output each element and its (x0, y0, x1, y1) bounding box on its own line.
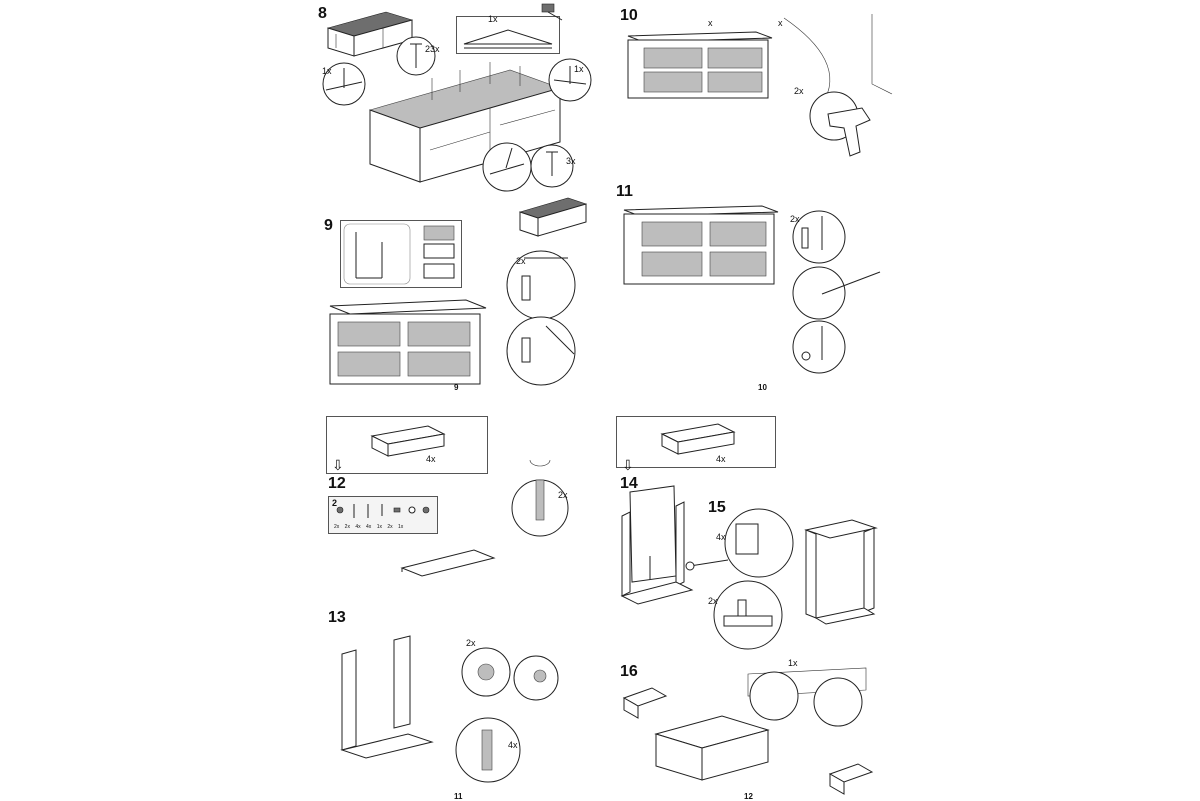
step-15-drawer (804, 519, 878, 625)
turned-cabinet (518, 197, 588, 237)
top-rail (463, 29, 553, 49)
page-12: 4x ⇩ 14 15 4x 2x 16 (612, 410, 902, 801)
drawer-bottom-panel (400, 549, 496, 577)
qty-2x-step12: 2x (558, 490, 568, 500)
step-11-cabinet (623, 205, 779, 285)
down-arrow-icon: ⇩ (332, 457, 344, 473)
part-qty: 4x (355, 524, 361, 530)
step-15-number: 15 (708, 499, 726, 516)
bracket-circle (713, 580, 783, 650)
screw-detail-circle (530, 144, 574, 188)
parts-qty-row: 2x 2x 4x 4x 1x 2x 1x (334, 522, 403, 532)
page-number: 10 (758, 383, 767, 392)
qty-3x: 3x (566, 156, 576, 166)
step-12-number: 12 (328, 475, 346, 492)
qty-4x-step13: 4x (508, 740, 518, 750)
step-9-number: 9 (324, 217, 333, 234)
dowel-detail-circle (455, 717, 521, 783)
left-nail-circle (322, 62, 366, 106)
qty-4x-drawers: 4x (426, 454, 436, 464)
drawer-icon (660, 423, 736, 455)
page-number: 11 (454, 792, 463, 801)
dowel-circle (511, 459, 569, 537)
nail-detail-circle (396, 36, 436, 76)
drawer-flip-thumb-2 (828, 763, 874, 795)
shelf-detail-circle (482, 142, 532, 192)
drill-icon (809, 91, 871, 157)
step-8-cabinet (369, 62, 561, 183)
down-arrow-icon: ⇩ (622, 457, 634, 473)
screw-block-circle (724, 508, 794, 578)
drawer-flip-thumb (622, 687, 668, 719)
step-16-number: 16 (620, 663, 638, 680)
right-nail-circle (548, 58, 592, 102)
step-13-frame (340, 635, 434, 759)
step-10-number: 10 (620, 7, 638, 24)
wall-fixing-info (343, 223, 455, 285)
qty-2x-step10: 2x (794, 86, 804, 96)
screw-circle-1 (792, 210, 846, 264)
cam-lock-circle (461, 647, 559, 701)
wall-bracket-circle-bottom (506, 316, 576, 386)
part-qty: 2x (344, 524, 350, 530)
part-qty: 1x (376, 524, 382, 530)
page-10: 10 x x 2x 11 2x 10 (612, 0, 902, 400)
step-13-number: 13 (328, 609, 346, 626)
parts-strip-number: 2 (332, 498, 338, 508)
part-qty: 2x (387, 524, 393, 530)
parts-strip-items (336, 504, 430, 518)
qty-23x: 23x (425, 44, 440, 54)
qty-2x-step15: 2x (708, 596, 718, 606)
step-9-cabinet (329, 299, 487, 385)
screwdriver-circle (792, 266, 881, 320)
mark-x-a: x (708, 18, 713, 28)
page-9: 8 23x 1x 1x (310, 0, 600, 400)
step-10-cabinet (627, 31, 773, 99)
step-14-assembly (620, 485, 694, 605)
qty-2x-step11: 2x (790, 214, 800, 224)
part-qty: 4x (366, 524, 372, 530)
qty-1x-left: 1x (322, 66, 332, 76)
qty-2x-step9: 2x (516, 256, 526, 266)
qty-4x-step15: 4x (716, 532, 726, 542)
step-8-cabinet-thumb (326, 11, 414, 57)
step-11-number: 11 (616, 183, 633, 200)
hammer-icon (541, 3, 563, 21)
step-16-drawer (654, 715, 770, 781)
qty-2x-step13: 2x (466, 638, 476, 648)
qty-1x-step16: 1x (788, 658, 798, 668)
step-8-number: 8 (318, 5, 327, 22)
qty-1x-top: 1x (488, 14, 498, 24)
drawer-icon (370, 425, 446, 457)
page-number: 9 (454, 383, 459, 392)
screw-circle-3 (792, 320, 846, 374)
screw-icon (685, 559, 729, 571)
rail-detail-circle (747, 667, 867, 727)
page-11: 4x ⇩ 12 2 2x 2x 4x 4x 1x 2x 1x 2x 13 (310, 410, 600, 801)
qty-4x-drawers: 4x (716, 454, 726, 464)
step-14-number: 14 (620, 475, 638, 492)
parts-strip (328, 496, 438, 534)
mark-x-b: x (778, 18, 783, 28)
qty-1x-right: 1x (574, 64, 584, 74)
part-qty: 1x (398, 524, 404, 530)
page-number: 12 (744, 792, 753, 801)
part-qty: 2x (334, 524, 340, 530)
